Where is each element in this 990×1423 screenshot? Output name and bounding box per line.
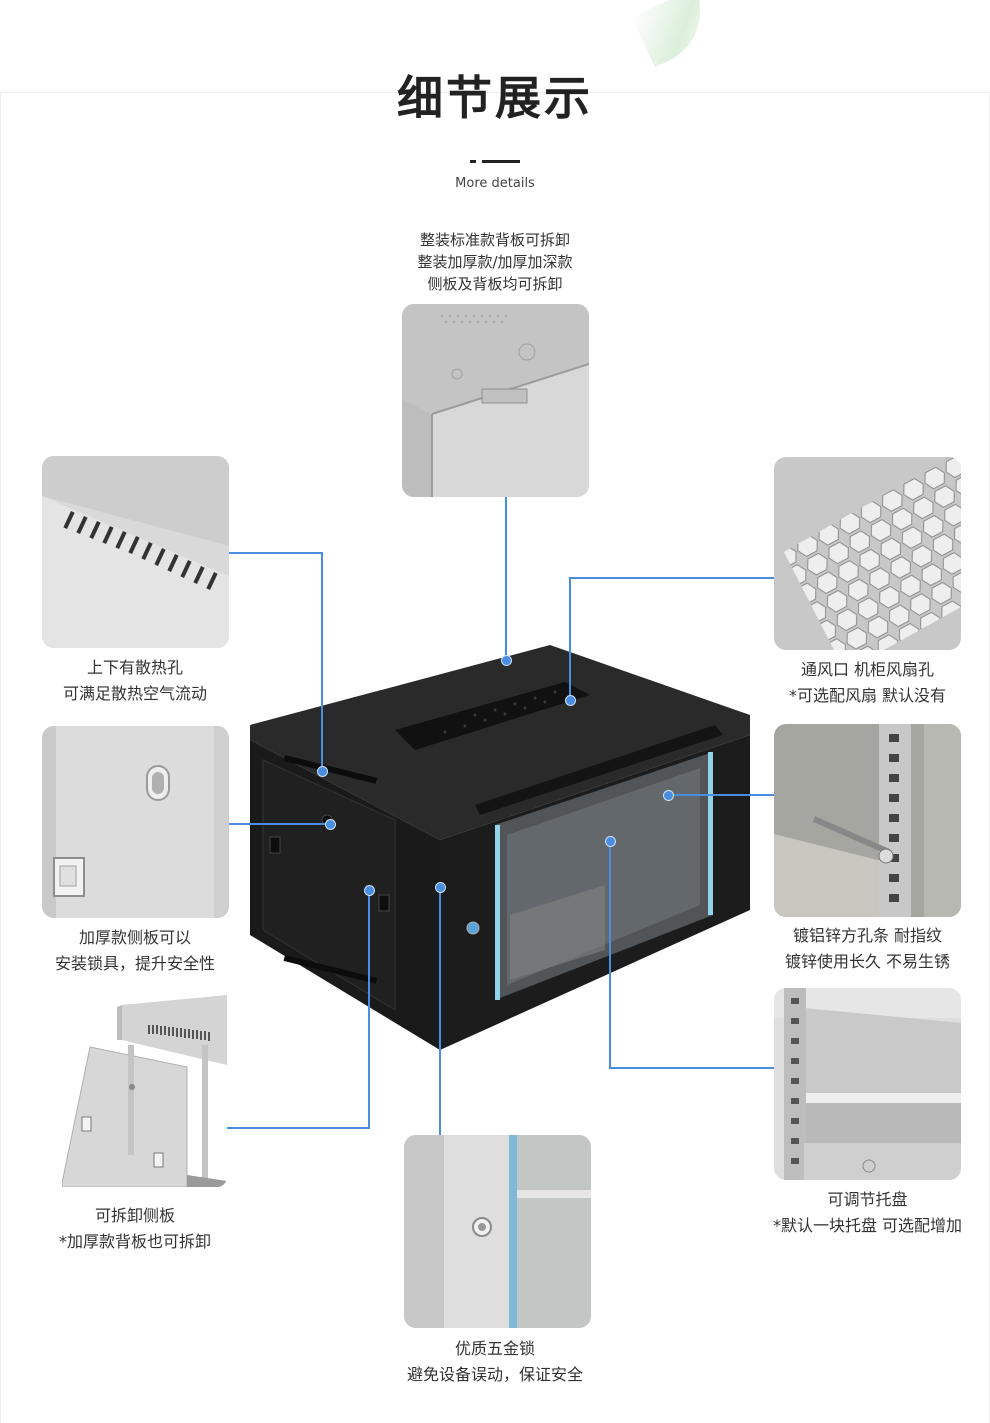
leaf-decoration bbox=[631, 0, 719, 68]
page-title: 细节展示 bbox=[397, 71, 593, 125]
connector-top-dot bbox=[501, 655, 512, 666]
connector-vent-dot bbox=[317, 766, 328, 777]
connector-rails bbox=[667, 794, 774, 796]
tray-image bbox=[774, 988, 961, 1180]
door-lock bbox=[466, 921, 480, 935]
fan-holes-image bbox=[774, 457, 961, 650]
connector-removable-h bbox=[227, 1127, 370, 1129]
photo-back-panel bbox=[402, 304, 589, 497]
caption-fan-holes-line-2: *可选配风扇 默认没有 bbox=[788, 686, 947, 705]
caption-vent-holes: 上下有散热孔 可满足散热空气流动 bbox=[10, 655, 260, 707]
photo-fan-holes bbox=[774, 457, 961, 650]
connector-fan-v bbox=[569, 577, 571, 699]
caption-lock-line-2: 避免设备误动，保证安全 bbox=[406, 1365, 583, 1384]
rails-image bbox=[774, 724, 961, 917]
connector-side-lock bbox=[229, 823, 329, 825]
connector-vent-v bbox=[321, 552, 323, 770]
connector-lock bbox=[439, 887, 441, 1135]
connector-lock-dot bbox=[435, 882, 446, 893]
caption-tray-line-2: *默认一块托盘 可选配增加 bbox=[772, 1216, 963, 1235]
connector-removable-dot bbox=[364, 885, 375, 896]
caption-tray: 可调节托盘 *默认一块托盘 可选配增加 bbox=[745, 1187, 990, 1239]
removable-side-image bbox=[62, 995, 227, 1187]
caption-rails-line-1: 镀铝锌方孔条 耐指纹 bbox=[792, 926, 943, 945]
caption-rails-line-2: 镀锌使用长久 不易生锈 bbox=[784, 952, 951, 971]
caption-top-line-1: 整装标准款背板可拆卸 bbox=[419, 231, 570, 249]
caption-top-line-2: 整装加厚款/加厚加深款 bbox=[417, 253, 573, 271]
title-underline-bar bbox=[482, 160, 520, 163]
photo-tray bbox=[774, 988, 961, 1180]
caption-rails: 镀铝锌方孔条 耐指纹 镀锌使用长久 不易生锈 bbox=[745, 923, 990, 975]
title-underline-dot bbox=[470, 160, 476, 163]
side-lock-image bbox=[42, 726, 229, 918]
cabinet-top-vent bbox=[395, 682, 590, 750]
caption-fan-holes: 通风口 机柜风扇孔 *可选配风扇 默认没有 bbox=[740, 657, 990, 709]
cabinet-top bbox=[250, 645, 750, 840]
photo-lock bbox=[404, 1135, 591, 1328]
caption-side-lock-line-2: 安装锁具，提升安全性 bbox=[54, 954, 215, 973]
caption-top: 整装标准款背板可拆卸 整装加厚款/加厚加深款 侧板及背板均可拆卸 bbox=[345, 229, 645, 295]
photo-removable-side bbox=[62, 995, 227, 1187]
caption-removable-side-line-2: *加厚款背板也可拆卸 bbox=[58, 1232, 211, 1251]
connector-fan-h bbox=[569, 577, 774, 579]
photo-rails bbox=[774, 724, 961, 917]
caption-side-lock-line-1: 加厚款侧板可以 bbox=[78, 928, 191, 947]
connector-top bbox=[505, 497, 507, 659]
connector-fan-dot bbox=[565, 695, 576, 706]
vent-slots-image bbox=[42, 456, 229, 648]
photo-side-lock bbox=[42, 726, 229, 918]
caption-lock: 优质五金锁 避免设备误动，保证安全 bbox=[345, 1336, 645, 1388]
connector-side-lock-dot bbox=[325, 819, 336, 830]
caption-fan-holes-line-1: 通风口 机柜风扇孔 bbox=[800, 660, 935, 679]
lock-image bbox=[404, 1135, 591, 1328]
connector-removable-v bbox=[368, 890, 370, 1129]
connector-tray-dot bbox=[605, 836, 616, 847]
caption-side-lock: 加厚款侧板可以 安装锁具，提升安全性 bbox=[10, 925, 260, 977]
cabinet-front-vent bbox=[475, 725, 723, 815]
caption-tray-line-1: 可调节托盘 bbox=[827, 1190, 908, 1209]
page-subtitle: More details bbox=[455, 176, 535, 191]
caption-vent-holes-line-1: 上下有散热孔 bbox=[86, 658, 183, 677]
connector-tray-h bbox=[609, 1067, 774, 1069]
connector-tray-v bbox=[609, 840, 611, 1069]
caption-lock-line-1: 优质五金锁 bbox=[454, 1339, 535, 1358]
back-panel-image bbox=[402, 304, 589, 497]
connector-vent-h bbox=[229, 552, 323, 554]
caption-removable-side-line-1: 可拆卸侧板 bbox=[94, 1206, 175, 1225]
caption-vent-holes-line-2: 可满足散热空气流动 bbox=[62, 684, 207, 703]
photo-vent-slots bbox=[42, 456, 229, 648]
cabinet-illustration bbox=[250, 645, 750, 1050]
connector-rails-dot bbox=[663, 790, 674, 801]
caption-removable-side: 可拆卸侧板 *加厚款背板也可拆卸 bbox=[10, 1203, 260, 1255]
caption-top-line-3: 侧板及背板均可拆卸 bbox=[427, 275, 563, 293]
